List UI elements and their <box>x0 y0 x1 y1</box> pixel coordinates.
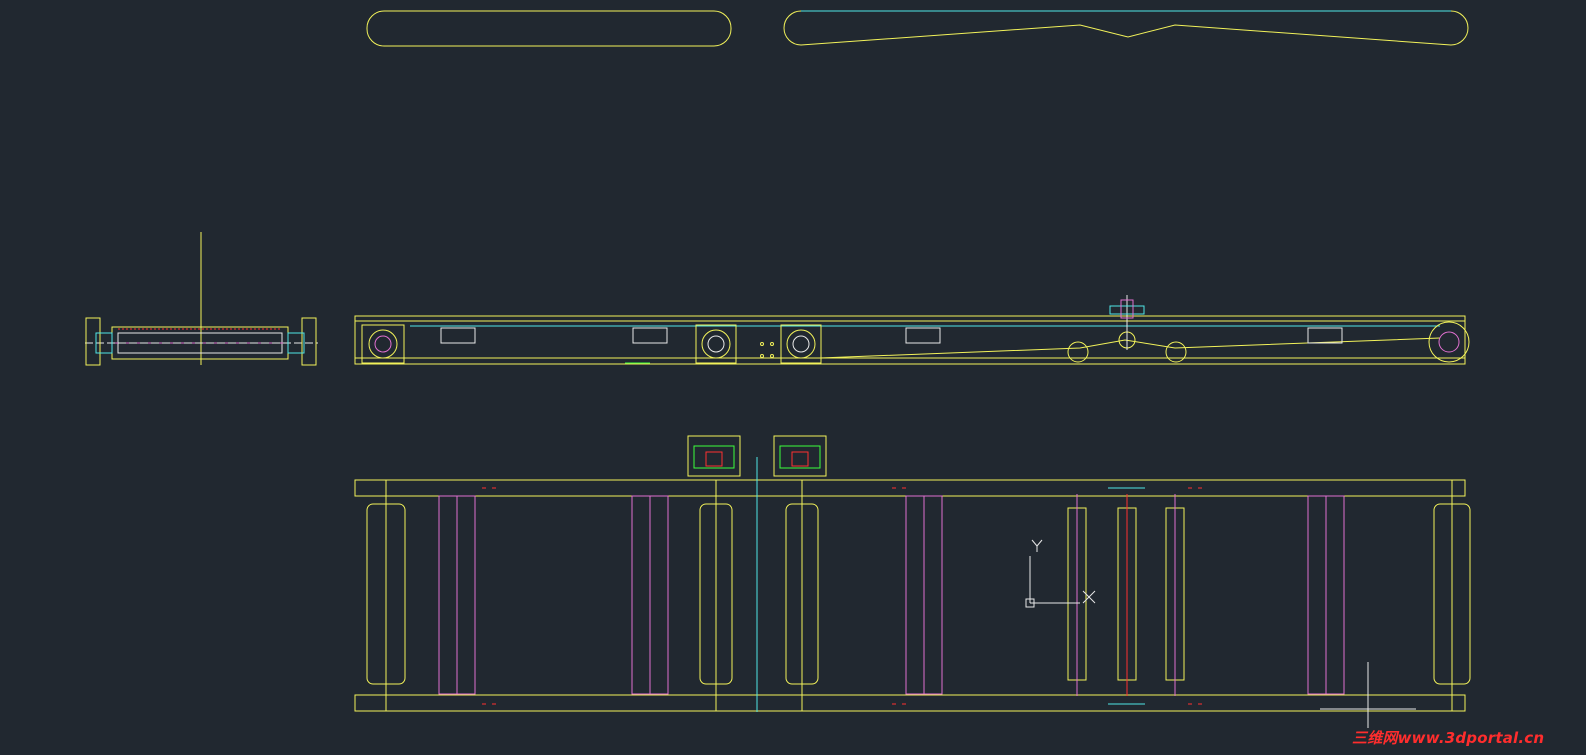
side-view-drawing <box>85 232 318 366</box>
ucs-icon <box>1025 539 1096 608</box>
watermark-text: 三维网www.3dportal.cn <box>1352 729 1545 747</box>
plan-view-drawing <box>354 435 1471 712</box>
profile-outline-right <box>783 10 1469 46</box>
slot-outline-left <box>366 10 732 47</box>
elevation-view-drawing <box>354 295 1470 365</box>
crosshair-icon <box>1320 662 1416 728</box>
